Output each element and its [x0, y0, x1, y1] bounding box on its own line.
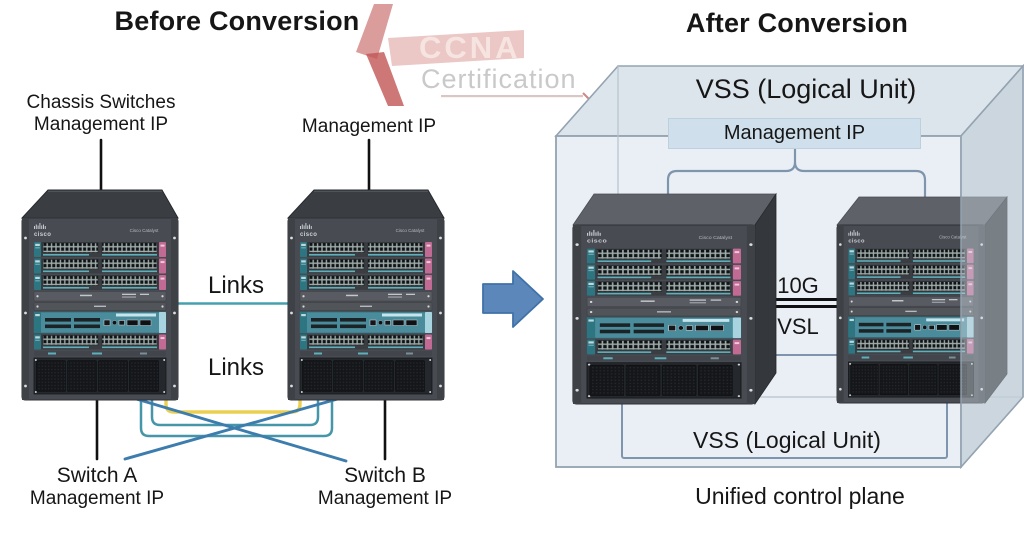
label-chassis-switches-mgmt-ip: Chassis Switches Management IP [27, 92, 176, 136]
label-line: Switch B [344, 464, 426, 487]
label-switch-a: Switch A Management IP [30, 464, 164, 510]
lightning-bolt-icon [366, 52, 404, 106]
after-switch-1-side [754, 192, 777, 406]
unified-control-plane-caption: Unified control plane [695, 483, 905, 509]
vss-box-right-face-overlay [960, 64, 1024, 469]
label-line: Management IP [29, 488, 165, 510]
label-links-top: Links [207, 272, 265, 299]
lightning-bolt-icon [356, 4, 393, 59]
watermark-sub: Certification [421, 64, 577, 94]
management-ip-bracket [666, 149, 927, 206]
ccna-watermark-logo [356, 4, 598, 108]
label-line: Management IP [317, 488, 453, 510]
label-line: Switch A [56, 464, 138, 487]
label-line: Management IP [33, 113, 169, 135]
before-title: Before Conversion [114, 6, 360, 36]
watermark-ribbon [388, 30, 524, 66]
links-teal-line-2 [139, 394, 334, 438]
management-ip-label: Management IP [723, 122, 866, 144]
conversion-arrow-icon [482, 270, 544, 328]
label-links-bottom: Links [207, 354, 265, 381]
watermark-underline [441, 95, 583, 98]
after-title: After Conversion [685, 8, 909, 38]
vss-logical-unit-bottom: VSS (Logical Unit) [693, 427, 881, 453]
links-cross-line-1 [131, 396, 348, 463]
watermark-brand: CCNA [419, 30, 521, 65]
vss-logical-unit-title: VSS (Logical Unit) [695, 74, 917, 104]
label-line: Chassis Switches [26, 92, 176, 113]
before-switch-b [287, 189, 445, 400]
label-10g: 10G [777, 273, 819, 298]
after-switch-2 [836, 195, 1008, 405]
after-switch-1-top [572, 193, 777, 226]
label-switch-b: Switch B Management IP [318, 464, 452, 510]
links-yellow-line [164, 394, 302, 414]
label-vsl: VSL [777, 314, 819, 339]
after-switch-1 [572, 192, 777, 406]
before-connectors [95, 138, 387, 463]
vss-bottom-bracket [621, 354, 948, 459]
links-cross-line-2 [123, 396, 343, 461]
before-switch-a [21, 189, 179, 400]
links-teal-line-1 [150, 394, 320, 427]
label-mgmt-ip-switch-b: Management IP [301, 116, 437, 137]
management-ip-box: Management IP [668, 118, 921, 149]
